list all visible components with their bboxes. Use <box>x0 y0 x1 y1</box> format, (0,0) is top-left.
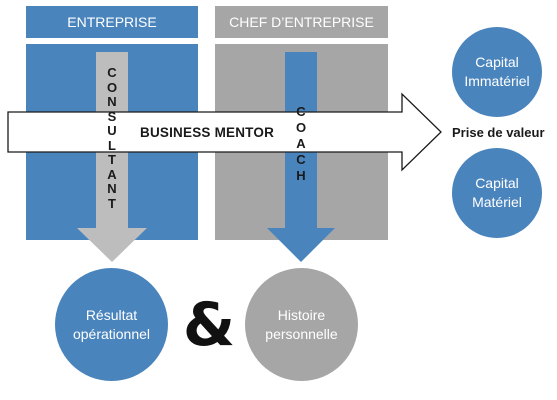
capital-immateriel-circle: Capital Immatériel <box>452 27 542 117</box>
chef-entreprise-title: CHEF D’ENTREPRISE <box>229 14 374 30</box>
coach-arrow <box>267 52 335 262</box>
entreprise-title: ENTREPRISE <box>67 14 157 30</box>
consultant-arrow <box>77 52 147 262</box>
business-mentor-label: BUSINESS MENTOR <box>140 125 275 140</box>
chef-entreprise-header: CHEF D’ENTREPRISE <box>215 6 388 38</box>
coach-label: C O A C H <box>295 104 307 183</box>
resultat-operationnel-circle: Résultat opérationnel <box>55 268 168 381</box>
histoire-personnelle-circle: Histoire personnelle <box>245 268 358 381</box>
capital-materiel-circle: Capital Matériel <box>452 148 542 238</box>
entreprise-header: ENTREPRISE <box>26 6 198 38</box>
business-mentor-arrow <box>7 92 442 172</box>
ampersand: & <box>182 290 236 360</box>
consultant-label: C O N S U L T A N T <box>106 65 118 211</box>
prise-de-valeur-label: Prise de valeur <box>452 125 545 140</box>
